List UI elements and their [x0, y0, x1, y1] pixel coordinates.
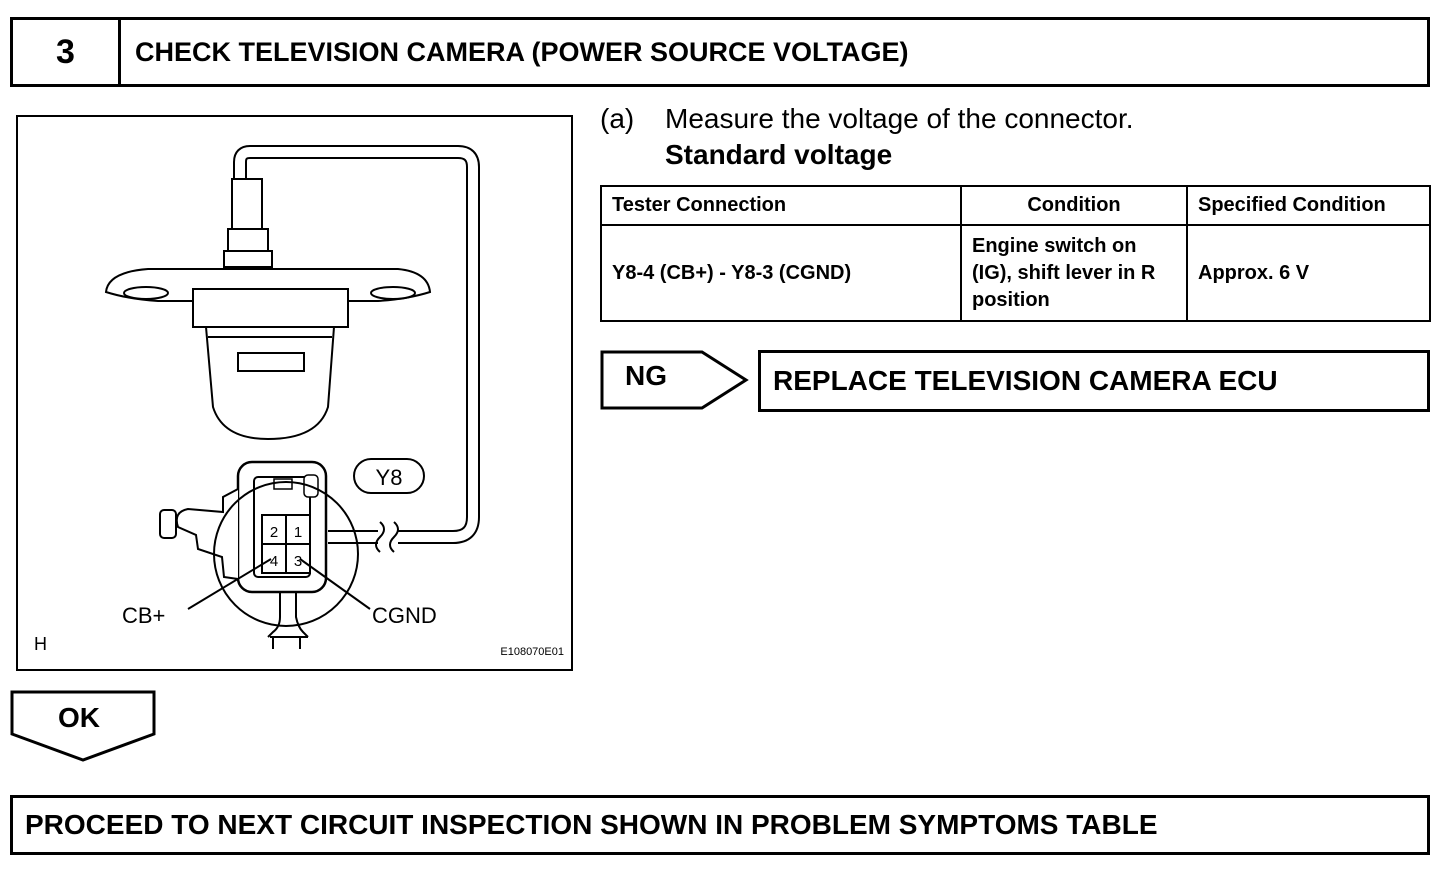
pin-label: 1 — [294, 524, 302, 541]
final-action-text: PROCEED TO NEXT CIRCUIT INSPECTION SHOWN… — [25, 809, 1158, 840]
corner-letter: H — [34, 634, 47, 654]
cell-specified-condition: Approx. 6 V — [1186, 224, 1431, 322]
instruction-marker: (a) — [600, 103, 635, 134]
final-action-box: PROCEED TO NEXT CIRCUIT INSPECTION SHOWN… — [10, 795, 1430, 855]
figure-code: E108070E01 — [500, 646, 564, 658]
cell-tester-connection: Y8-4 (CB+) - Y8-3 (CGND) — [600, 224, 962, 322]
ng-result-box: REPLACE TELEVISION CAMERA ECU — [758, 350, 1430, 412]
table-row: Y8-4 (CB+) - Y8-3 (CGND) Engine switch o… — [600, 224, 1431, 322]
spec-table: Tester Connection Condition Specified Co… — [600, 185, 1431, 322]
instruction-text: Measure the voltage of the connector. — [665, 103, 1134, 134]
table-header-row: Tester Connection Condition Specified Co… — [600, 185, 1431, 226]
header-tester-connection: Tester Connection — [600, 185, 962, 226]
cgnd-label: CGND — [372, 603, 437, 628]
cell-condition: Engine switch on (IG), shift lever in R … — [960, 224, 1188, 322]
standard-voltage-label: Standard voltage — [665, 139, 893, 170]
connector-illustration: 2 1 4 3 Y8 CB+ CGND H E108070E01 — [16, 115, 573, 671]
camera-connector-drawing: 2 1 4 3 Y8 CB+ CGND H E108070E01 — [34, 145, 564, 658]
header-condition: Condition — [960, 185, 1188, 226]
header-specified-condition: Specified Condition — [1186, 185, 1431, 226]
cb-plus-label: CB+ — [122, 603, 165, 628]
step-number: 3 — [13, 20, 121, 84]
pin-label: 3 — [294, 553, 302, 570]
ng-result-text: REPLACE TELEVISION CAMERA ECU — [773, 365, 1278, 396]
connector-name-label: Y8 — [376, 465, 403, 490]
step-title: CHECK TELEVISION CAMERA (POWER SOURCE VO… — [135, 36, 909, 67]
pin-label: 2 — [270, 524, 278, 541]
pin-label: 4 — [270, 553, 278, 570]
ng-arrow-icon — [600, 350, 749, 410]
ng-label: NG — [625, 360, 667, 391]
ok-label: OK — [58, 702, 100, 733]
step-header: 3 CHECK TELEVISION CAMERA (POWER SOURCE … — [10, 17, 1430, 87]
ok-arrow-icon — [10, 690, 156, 762]
